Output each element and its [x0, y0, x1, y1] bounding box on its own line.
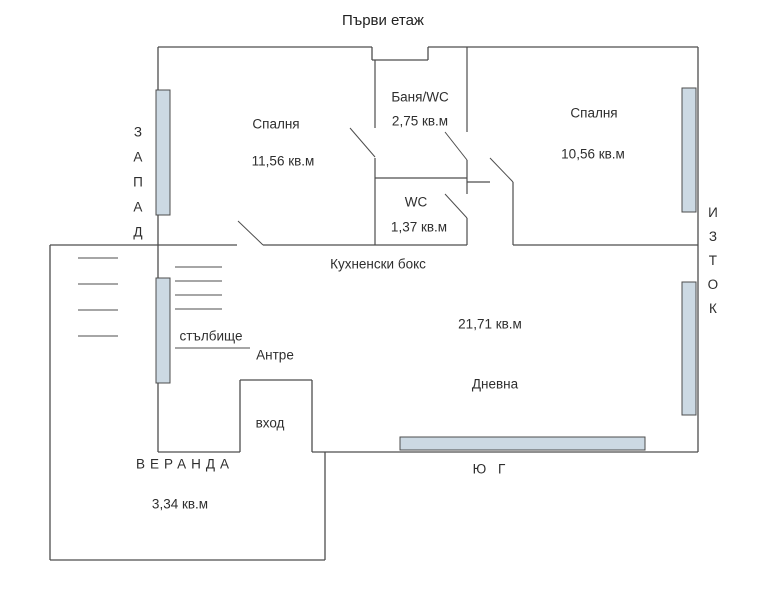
veranda-name: ВЕРАНДА [135, 456, 235, 472]
entrance-label: вход [255, 415, 285, 431]
kitchen-label: Кухненски бокс [330, 256, 426, 272]
wc-name: WC [404, 194, 428, 210]
compass-east-label: ИЗТОК [705, 205, 721, 325]
bedroom-right-name: Спалня [570, 105, 618, 121]
hallway-label: Антре [256, 347, 294, 363]
window [155, 277, 171, 384]
bathroom-name: Баня/WC [391, 89, 449, 105]
staircase-steps [78, 257, 250, 349]
compass-south-label: Ю Г [472, 461, 510, 477]
door-swings [237, 127, 514, 246]
living-room-name: Дневна [471, 376, 519, 392]
windows [155, 87, 697, 451]
staircase-label: стълбище [179, 328, 243, 344]
window [681, 281, 697, 416]
plan-title: Първи етаж [342, 11, 424, 29]
window [399, 436, 646, 451]
window [155, 89, 171, 216]
window [681, 87, 697, 213]
living-room-area: 21,71 кв.м [458, 316, 522, 332]
veranda-area: 3,34 кв.м [151, 496, 209, 512]
bedroom-right-area: 10,56 кв.м [561, 146, 625, 162]
bedroom-left-area: 11,56 кв.м [251, 153, 315, 169]
bedroom-left-name: Спалня [252, 116, 300, 132]
compass-west-label: ЗАПАД [130, 124, 146, 250]
interior-walls [158, 47, 698, 246]
bathroom-area: 2,75 кв.м [391, 113, 449, 129]
wc-area: 1,37 кв.м [390, 219, 448, 235]
veranda-walls [49, 244, 326, 561]
